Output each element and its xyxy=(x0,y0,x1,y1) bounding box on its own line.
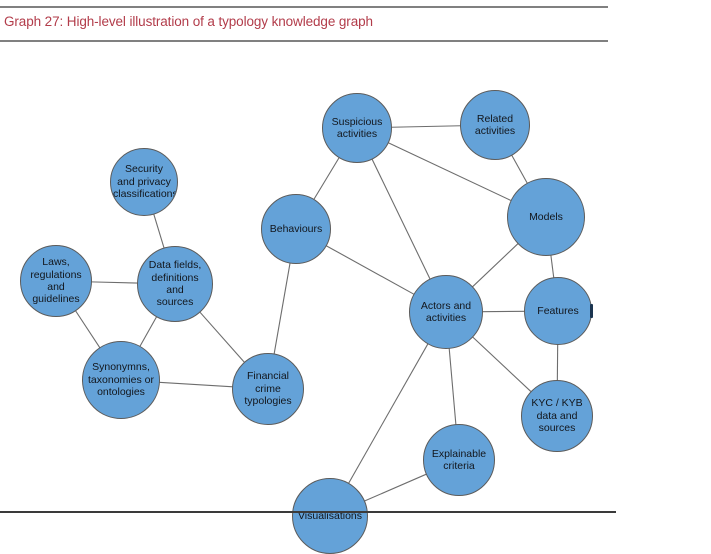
bottom-rule xyxy=(0,511,616,513)
graph-node-label: KYC / KYB data and sources xyxy=(524,397,590,434)
graph-node-label: Laws, regulations and guidelines xyxy=(23,256,89,306)
graph-node-label: Features xyxy=(527,305,589,317)
graph-node-visualisations[interactable]: Visualisations xyxy=(292,478,368,554)
graph-node-kyc-kyb[interactable]: KYC / KYB data and sources xyxy=(521,380,593,452)
graph-node-laws-regulations[interactable]: Laws, regulations and guidelines xyxy=(20,245,92,317)
chart-page: Graph 27: High-level illustration of a t… xyxy=(0,0,711,524)
graph-node-label: Data fields, definitions and sources xyxy=(140,259,210,309)
graph-node-behaviours[interactable]: Behaviours xyxy=(261,194,331,264)
graph-node-related-activities[interactable]: Related activities xyxy=(460,90,530,160)
graph-node-security-privacy[interactable]: Security and privacy classifications xyxy=(110,148,178,216)
graph-node-actors-activities[interactable]: Actors and activities xyxy=(409,275,483,349)
graph-node-label: Behaviours xyxy=(264,223,328,235)
graph-node-features[interactable]: Features xyxy=(524,277,592,345)
page-title: Graph 27: High-level illustration of a t… xyxy=(4,14,373,29)
graph-node-synonyms-taxonomies[interactable]: Synonymns, taxonomies or ontologies xyxy=(82,341,160,419)
graph-node-label: Synonymns, taxonomies or ontologies xyxy=(85,361,157,398)
graph-node-suspicious-activities[interactable]: Suspicious activities xyxy=(322,93,392,163)
graph-node-label: Suspicious activities xyxy=(325,116,389,141)
graph-node-label: Explainable criteria xyxy=(426,448,492,473)
graph-node-label: Related activities xyxy=(463,113,527,138)
graph-node-financial-crime[interactable]: Financial crime typologies xyxy=(232,353,304,425)
graph-node-models[interactable]: Models xyxy=(507,178,585,256)
clipped-node-fragment xyxy=(590,304,593,318)
top-rule xyxy=(0,6,608,8)
graph-node-label: Security and privacy classifications xyxy=(113,163,175,200)
graph-node-data-fields[interactable]: Data fields, definitions and sources xyxy=(137,246,213,322)
graph-node-label: Financial crime typologies xyxy=(235,370,301,407)
graph-node-explainable-criteria[interactable]: Explainable criteria xyxy=(423,424,495,496)
graph-node-label: Models xyxy=(510,211,582,223)
graph-node-label: Actors and activities xyxy=(412,300,480,325)
